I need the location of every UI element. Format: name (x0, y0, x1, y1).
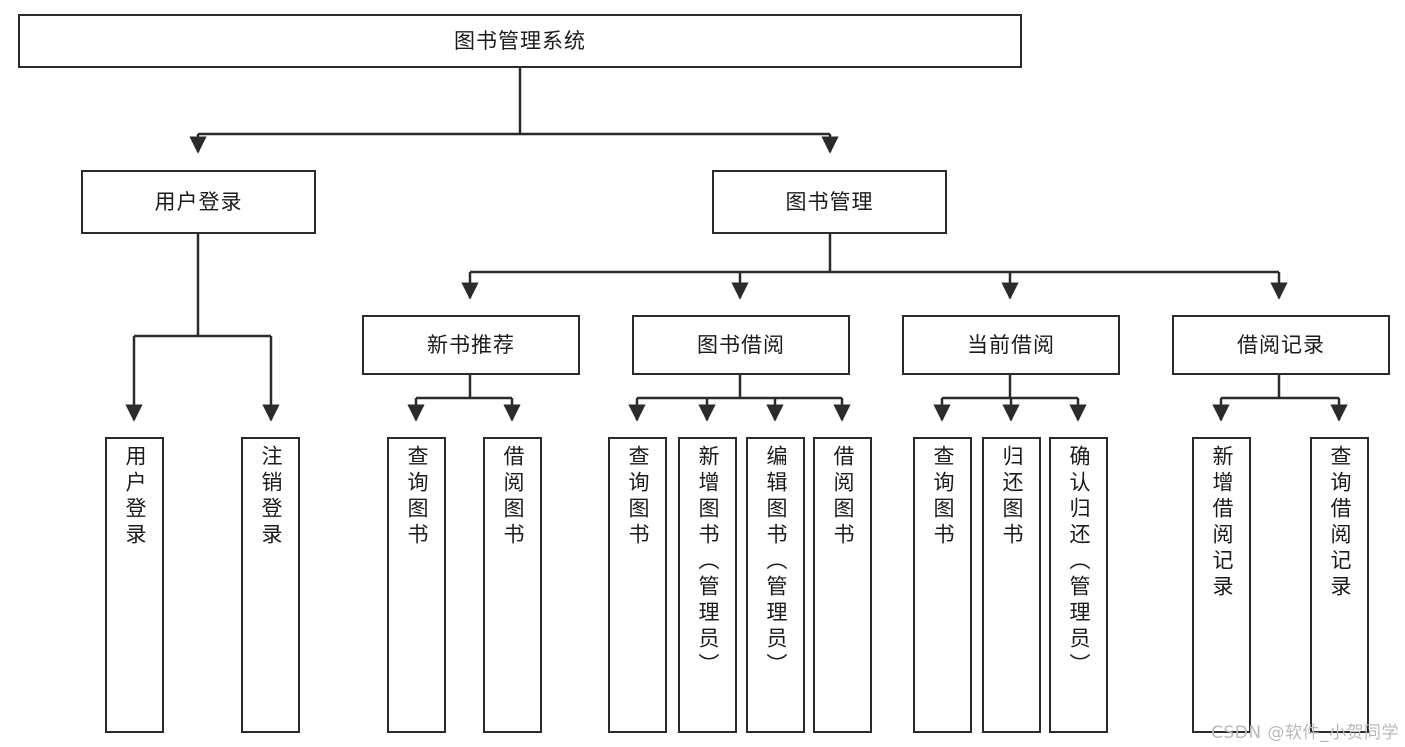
leaf-label: 注销登录 (259, 445, 283, 549)
leaf-book-borrow-add-book-admin[interactable]: 新增图书（管理员） (678, 437, 737, 733)
leaf-label: 确认归还（管理员） (1067, 445, 1091, 679)
leaf-user-login-logout[interactable]: 注销登录 (241, 437, 300, 733)
node-new-book-recommend-label: 新书推荐 (427, 332, 515, 357)
leaf-borrow-record-add-record[interactable]: 新增借阅记录 (1192, 437, 1251, 733)
leaf-book-borrow-edit-book-admin[interactable]: 编辑图书（管理员） (746, 437, 805, 733)
leaf-label: 查询图书 (405, 445, 429, 549)
leaf-label: 查询图书 (626, 445, 650, 549)
leaf-borrow-record-query-record[interactable]: 查询借阅记录 (1310, 437, 1369, 733)
node-user-login[interactable]: 用户登录 (81, 170, 316, 234)
leaf-label: 归还图书 (1000, 445, 1024, 549)
node-user-login-label: 用户登录 (154, 189, 243, 214)
leaf-current-borrow-return-book[interactable]: 归还图书 (982, 437, 1041, 733)
leaf-current-borrow-confirm-return-admin[interactable]: 确认归还（管理员） (1049, 437, 1108, 733)
node-book-management[interactable]: 图书管理 (712, 170, 947, 234)
leaf-label: 新增借阅记录 (1210, 445, 1234, 601)
leaf-label: 借阅图书 (831, 445, 855, 549)
leaf-label: 借阅图书 (501, 445, 525, 549)
node-current-borrow[interactable]: 当前借阅 (902, 315, 1120, 375)
leaf-label: 查询借阅记录 (1328, 445, 1352, 601)
leaf-user-login-login[interactable]: 用户登录 (105, 437, 164, 733)
node-book-borrow-label: 图书借阅 (697, 332, 785, 357)
node-current-borrow-label: 当前借阅 (967, 332, 1055, 357)
node-root-book-management-system[interactable]: 图书管理系统 (18, 14, 1022, 68)
node-borrow-record[interactable]: 借阅记录 (1172, 315, 1390, 375)
leaf-label: 查询图书 (931, 445, 955, 549)
leaf-current-borrow-query-book[interactable]: 查询图书 (913, 437, 972, 733)
leaf-book-borrow-borrow-book[interactable]: 借阅图书 (813, 437, 872, 733)
leaf-new-book-borrow-book[interactable]: 借阅图书 (483, 437, 542, 733)
node-new-book-recommend[interactable]: 新书推荐 (362, 315, 580, 375)
leaf-label: 编辑图书（管理员） (764, 445, 788, 679)
node-borrow-record-label: 借阅记录 (1237, 332, 1325, 357)
node-root-label: 图书管理系统 (454, 28, 586, 53)
node-book-management-label: 图书管理 (785, 189, 874, 214)
node-book-borrow[interactable]: 图书借阅 (632, 315, 850, 375)
leaf-label: 新增图书（管理员） (696, 445, 720, 679)
leaf-label: 用户登录 (123, 445, 147, 549)
leaf-new-book-query-book[interactable]: 查询图书 (387, 437, 446, 733)
leaf-book-borrow-query-book[interactable]: 查询图书 (608, 437, 667, 733)
